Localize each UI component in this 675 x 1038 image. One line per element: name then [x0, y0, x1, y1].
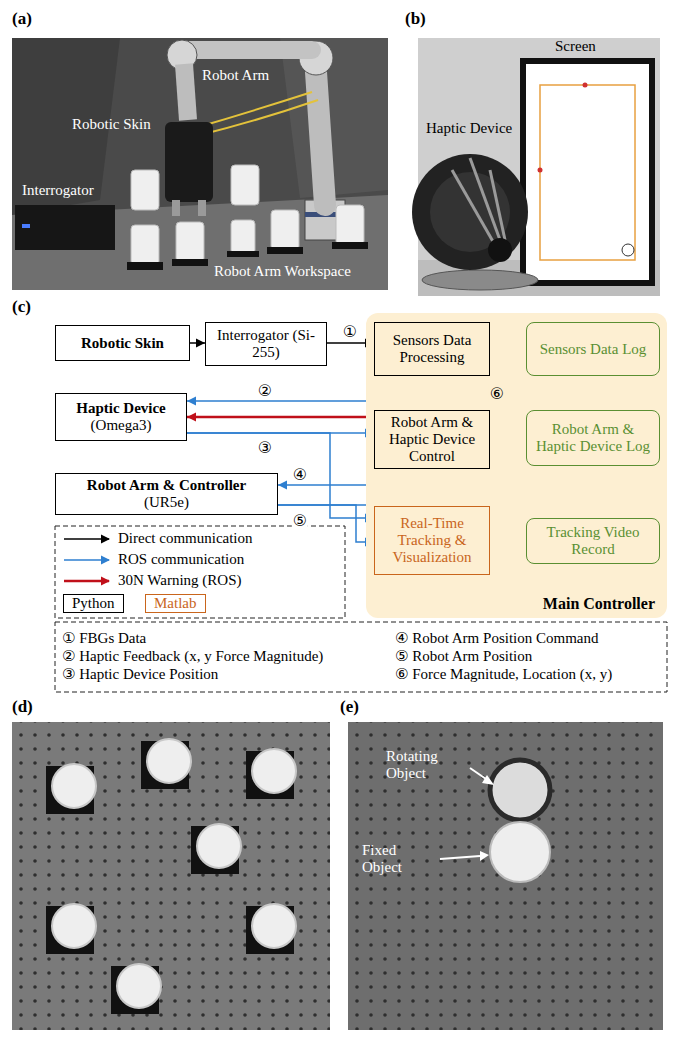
node-title: Robot Arm & Controller — [87, 477, 246, 494]
legend-line-sample — [63, 575, 111, 587]
log-box: Sensors Data Log — [526, 322, 660, 376]
workspace-top-photo — [12, 722, 330, 1030]
callout-number: ① — [342, 323, 358, 340]
key-item: ⑥ Force Magnitude, Location (x, y) — [395, 666, 612, 683]
arrow-head — [187, 413, 196, 422]
device-box: Interrogator (Si-255) — [205, 322, 327, 366]
legend-item: Matlab — [145, 594, 206, 613]
photo-label: Fixed Object — [362, 842, 434, 876]
panel-letter: (a) — [12, 10, 32, 27]
node-title: Interrogator (Si-255) — [211, 327, 321, 361]
legend-item: 30N Warning (ROS) — [63, 572, 242, 589]
photo-label: Interrogator — [22, 182, 94, 199]
legend-item: Direct communication — [63, 530, 253, 547]
node-title: Robotic Skin — [81, 335, 164, 352]
callout-number: ③ — [257, 439, 273, 456]
key-frame — [55, 622, 667, 692]
node-title: Tracking Video Record — [532, 524, 654, 558]
arrow-head — [278, 481, 287, 490]
device-box: Robotic Skin — [55, 325, 190, 361]
log-box: Robot Arm & Haptic Device Log — [526, 410, 660, 466]
panel-letter: (c) — [12, 298, 31, 315]
callout-number: ④ — [292, 466, 308, 483]
device-box: Robot Arm & Controller(UR5e) — [55, 473, 278, 515]
connector-line — [187, 416, 374, 419]
photo-label: Screen — [555, 38, 596, 55]
node-title: Real-Time Tracking & Visualization — [380, 515, 484, 566]
connector-line — [187, 401, 386, 410]
process-box: Sensors Data Processing — [374, 322, 490, 376]
controller-band: Main Controller Sensors Data Processing Se… — [366, 313, 667, 618]
legend-text: Direct communication — [118, 530, 253, 547]
robot-arm-photo — [12, 38, 388, 290]
legend-item: Python — [63, 594, 124, 613]
arrow-head — [101, 534, 110, 543]
connector — [278, 505, 374, 547]
device-box: Haptic Device(Omega3) — [55, 393, 187, 441]
photo-label: Rotating Object — [386, 748, 466, 782]
connector — [190, 339, 205, 348]
callout-number: ⑥ — [489, 385, 505, 402]
arrow-head — [101, 576, 110, 585]
node-title: Sensors Data Processing — [380, 332, 484, 366]
arrow-head — [187, 397, 196, 406]
callout-number: ② — [257, 382, 273, 399]
callout-number: ⑤ — [292, 512, 308, 529]
node-subtitle: (UR5e) — [144, 494, 189, 511]
panel-letter: (b) — [405, 10, 426, 27]
legend-frame — [55, 526, 345, 618]
node-title: Robot Arm & Haptic Device Control — [380, 414, 484, 465]
legend-text: 30N Warning (ROS) — [118, 572, 242, 589]
legend-line-sample — [63, 533, 111, 545]
key-item: ① FBGs Data — [62, 630, 146, 647]
matlab-box: Real-Time Tracking & Visualization — [374, 506, 490, 575]
node-title: Sensors Data Log — [540, 341, 647, 358]
legend-line-sample — [63, 554, 111, 566]
node-title: Robot Arm & Haptic Device Log — [532, 421, 654, 455]
key-item: ② Haptic Feedback (x, y Force Magnitude) — [62, 648, 323, 665]
photo-label: Robot Arm — [202, 67, 269, 84]
legend-text: Python — [63, 594, 124, 613]
panel-letter: (e) — [340, 698, 359, 715]
arrow-head — [101, 555, 110, 564]
photo-label: Robotic Skin — [72, 116, 151, 133]
process-box: Robot Arm & Haptic Device Control — [374, 410, 490, 469]
key-item: ④ Robot Arm Position Command — [395, 630, 598, 647]
connector-line — [278, 505, 374, 542]
photo-label: Robot Arm Workspace — [214, 263, 351, 280]
arrow-head — [196, 339, 205, 348]
connector — [187, 413, 374, 422]
node-subtitle: (Omega3) — [91, 417, 152, 434]
node-title: Main Controller — [543, 595, 655, 612]
legend-text: ROS communication — [118, 551, 244, 568]
haptic-device-photo — [412, 38, 660, 296]
key-item: ③ Haptic Device Position — [62, 666, 218, 683]
objects-top-photo — [348, 722, 663, 1030]
panel-letter: (d) — [12, 698, 33, 715]
connector — [187, 397, 386, 411]
node-title: Haptic Device — [76, 400, 166, 417]
legend-text: Matlab — [145, 594, 206, 613]
log-box: Tracking Video Record — [526, 518, 660, 564]
key-item: ⑤ Robot Arm Position — [395, 648, 532, 665]
photo-label: Haptic Device — [426, 120, 512, 137]
legend-item: ROS communication — [63, 551, 244, 568]
